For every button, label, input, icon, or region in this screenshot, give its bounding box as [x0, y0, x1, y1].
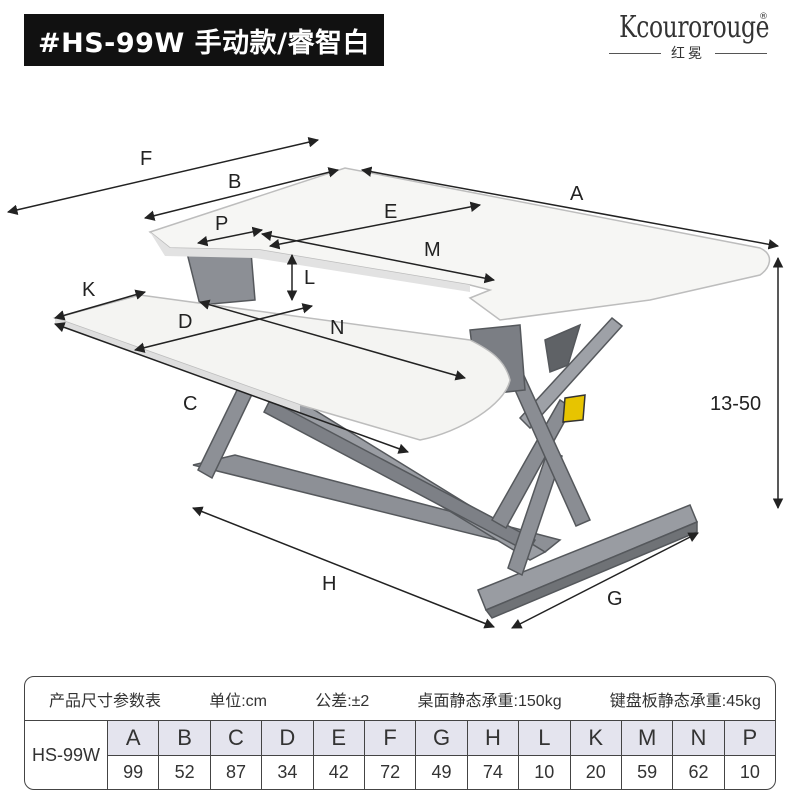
spec-letter: G	[416, 721, 467, 756]
brand-subtitle: 红冕	[671, 46, 705, 62]
spec-value: 52	[174, 762, 195, 782]
spec-column-g: G 49	[416, 721, 468, 789]
brand-subtitle-row: 红冕	[598, 43, 778, 63]
spec-letter: E	[313, 721, 364, 756]
desk-dimension-diagram: F B A P E M L K D N C H G 13-50	[6, 137, 784, 629]
spec-column-h: H 74	[467, 721, 520, 789]
dim-label-l: L	[304, 267, 315, 289]
dim-label-g: G	[607, 588, 623, 610]
spec-letter: M	[621, 721, 673, 756]
spec-value: 74	[482, 762, 503, 782]
product-title: #HS-99W 手动款/睿智白	[24, 14, 384, 66]
spec-value: 62	[688, 762, 709, 782]
spec-column-c: C 87	[210, 721, 263, 789]
spec-letter: A	[108, 721, 159, 756]
dim-label-height: 13-50	[710, 393, 761, 415]
dim-label-p: P	[215, 213, 228, 235]
spec-value: 87	[225, 762, 246, 782]
spec-letter: P	[724, 721, 775, 756]
spec-value: 49	[431, 762, 452, 782]
spec-letter: B	[159, 721, 210, 756]
spec-letter: F	[364, 721, 416, 756]
dim-label-a: A	[570, 183, 584, 205]
spec-column-p: P 10	[724, 721, 775, 789]
spec-value: 59	[637, 762, 658, 782]
spec-column-m: M 59	[621, 721, 674, 789]
spec-column-n: N 62	[673, 721, 725, 789]
spec-column-f: F 72	[364, 721, 417, 789]
spec-column-d: D 34	[262, 721, 314, 789]
dim-label-c: C	[183, 393, 197, 415]
registered-mark: ®	[759, 12, 768, 22]
spec-letter: C	[210, 721, 262, 756]
dim-label-f: F	[140, 148, 152, 170]
spec-value: 20	[585, 762, 606, 782]
spec-header: 产品尺寸参数表 单位:cm 公差:±2 桌面静态承重:150kg 键盘板静态承重…	[25, 677, 775, 721]
spec-table: 产品尺寸参数表 单位:cm 公差:±2 桌面静态承重:150kg 键盘板静态承重…	[24, 676, 776, 790]
spec-letter: H	[467, 721, 519, 756]
spec-value: 42	[328, 762, 349, 782]
spec-letter: D	[262, 721, 313, 756]
spec-value: 34	[277, 762, 298, 782]
brand-name: Kcourorouge	[619, 10, 770, 45]
dim-label-h: H	[322, 573, 336, 595]
brand-logo: Kcourorouge ® 红冕	[598, 10, 778, 63]
brand-rule-right	[715, 52, 767, 54]
dim-label-n: N	[330, 317, 344, 339]
dim-label-k: K	[82, 279, 96, 301]
spec-letter: K	[570, 721, 621, 756]
dim-label-b: B	[228, 171, 241, 193]
spec-column-b: B 52	[159, 721, 211, 789]
spec-letter: N	[673, 721, 724, 756]
spec-letter: L	[519, 721, 570, 756]
dim-label-m: M	[424, 239, 441, 261]
dim-label-e: E	[384, 201, 397, 223]
model-cell: HS-99W	[25, 721, 108, 789]
spec-column-e: E 42	[313, 721, 365, 789]
spec-value: 10	[534, 762, 555, 782]
spec-unit: 单位:cm	[209, 692, 267, 710]
dimension-lines	[6, 137, 784, 629]
brand-rule-left	[609, 52, 661, 54]
spec-table-name: 产品尺寸参数表	[49, 692, 162, 710]
spec-tolerance: 公差:±2	[315, 692, 370, 710]
spec-column-l: L 10	[519, 721, 571, 789]
spec-grid: HS-99W A 99 B 52 C 87 D 34 E 42 F 72 G 49 H 74 L…	[25, 721, 775, 789]
spec-desk-load: 桌面静态承重:150kg	[417, 692, 562, 710]
spec-keyboard-load: 键盘板静态承重:45kg	[609, 692, 761, 710]
spec-value: 99	[123, 762, 144, 782]
spec-value: 10	[739, 762, 760, 782]
dim-label-d: D	[178, 311, 192, 333]
spec-column-a: A 99	[108, 721, 160, 789]
spec-value: 72	[380, 762, 401, 782]
spec-column-k: K 20	[570, 721, 622, 789]
